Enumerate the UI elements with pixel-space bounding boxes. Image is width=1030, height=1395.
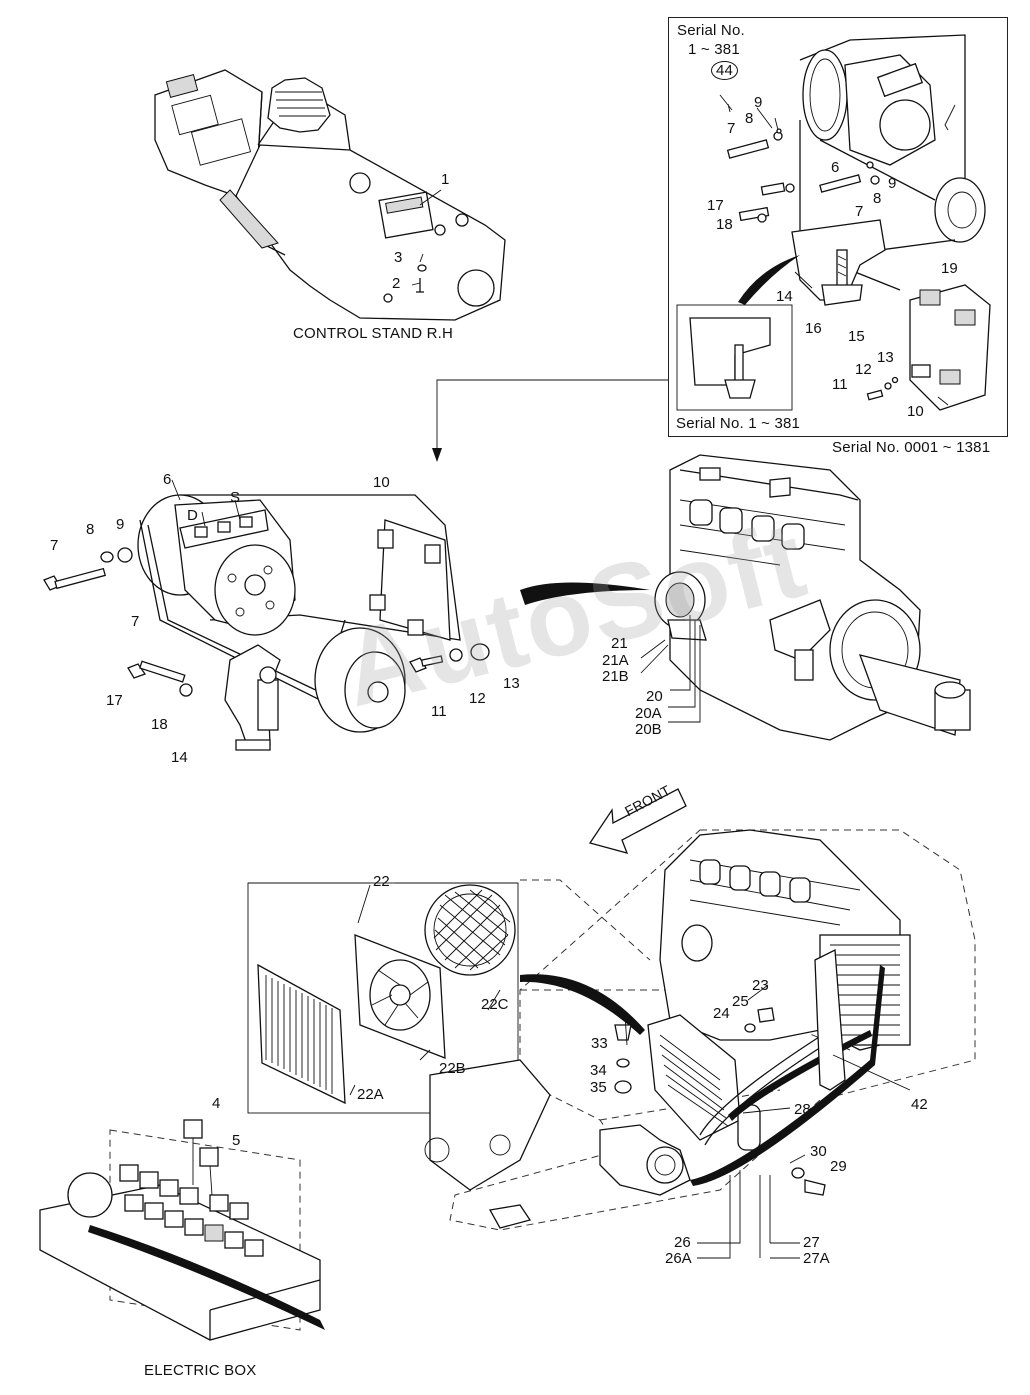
- part-label: 14: [776, 288, 793, 305]
- belt-assembly-drawing: [43, 479, 490, 751]
- serial-range-caption: Serial No. 0001 ~ 1381: [832, 439, 991, 456]
- part-label: S: [230, 489, 241, 506]
- part-label: 18: [151, 716, 168, 733]
- part-label: 8: [745, 110, 754, 127]
- part-label: 17: [106, 692, 123, 709]
- part-label: 10: [373, 474, 390, 491]
- part-label: 35: [590, 1079, 607, 1096]
- part-label: 11: [431, 703, 447, 720]
- part-label: 8: [86, 521, 95, 538]
- electric-box-caption: ELECTRIC BOX: [144, 1362, 257, 1379]
- part-label: 4: [212, 1095, 221, 1112]
- part-label: 27: [803, 1234, 820, 1251]
- part-label: 15: [848, 328, 865, 345]
- part-label: 12: [855, 361, 872, 378]
- part-label: 21: [611, 635, 628, 652]
- part-label: 25: [732, 993, 749, 1010]
- part-label: 23: [752, 977, 769, 994]
- engine-drawing: [520, 454, 971, 741]
- part-label: 12: [469, 690, 486, 707]
- part-label: 13: [503, 675, 520, 692]
- part-label: 10: [907, 403, 924, 420]
- part-label: 3: [394, 249, 403, 266]
- part-label: 29: [830, 1158, 847, 1175]
- part-label: 30: [810, 1143, 827, 1160]
- inset-circled-ref: 44: [711, 61, 739, 80]
- part-label: 6: [163, 471, 172, 488]
- front-arrow-shape: [588, 788, 687, 854]
- part-label: 26: [674, 1234, 691, 1251]
- part-label: 22C: [481, 996, 509, 1013]
- circled-ref-number: 44: [711, 61, 739, 80]
- part-label: 7: [50, 537, 59, 554]
- inset-small-serial: Serial No. 1 ~ 381: [676, 415, 801, 432]
- part-label: 13: [877, 349, 894, 366]
- control-stand-caption: CONTROL STAND R.H: [293, 325, 454, 342]
- part-label: 22A: [357, 1086, 384, 1103]
- inset-drawing: [676, 34, 991, 411]
- part-label: 6: [831, 159, 840, 176]
- part-label: 2: [392, 275, 401, 292]
- condenser-inset-drawing: [247, 882, 519, 1114]
- part-label: 9: [888, 175, 897, 192]
- part-label: 7: [727, 120, 736, 137]
- part-label: 20B: [635, 721, 662, 738]
- part-label: 28: [794, 1101, 811, 1118]
- part-label: 33: [591, 1035, 608, 1052]
- part-label: 9: [116, 516, 125, 533]
- part-label: 20: [646, 688, 663, 705]
- control-stand-drawing: [154, 69, 506, 321]
- part-label: 18: [716, 216, 733, 233]
- inset-pointer-arrow: [432, 379, 668, 462]
- inset-serial-range: 1 ~ 381: [688, 41, 740, 58]
- part-label: 9: [754, 94, 763, 111]
- part-label: 21A: [602, 652, 629, 669]
- part-label: 5: [232, 1132, 241, 1149]
- part-label: 19: [941, 260, 958, 277]
- part-label: 8: [873, 190, 882, 207]
- part-label: 27A: [803, 1250, 830, 1267]
- part-label: 22: [373, 873, 390, 890]
- electric-box-drawing: [39, 1119, 325, 1341]
- part-label: 26A: [665, 1250, 692, 1267]
- part-label: 42: [911, 1096, 928, 1113]
- part-label: 16: [805, 320, 822, 337]
- part-label: 1: [441, 171, 450, 188]
- part-label: 17: [707, 197, 724, 214]
- part-label: 7: [131, 613, 140, 630]
- part-label: 34: [590, 1062, 607, 1079]
- frame-assembly-drawing: [424, 615, 976, 1259]
- part-label: D: [187, 507, 198, 524]
- part-label: 20A: [635, 705, 662, 722]
- part-label: 21B: [602, 668, 629, 685]
- part-label: 11: [832, 376, 848, 393]
- part-label: 24: [713, 1005, 730, 1022]
- serial-detail-inset: [668, 17, 1008, 437]
- part-label: 7: [855, 203, 864, 220]
- inset-serial-header: Serial No.: [677, 22, 745, 39]
- part-label: 22B: [439, 1060, 466, 1077]
- part-label: 14: [171, 749, 188, 766]
